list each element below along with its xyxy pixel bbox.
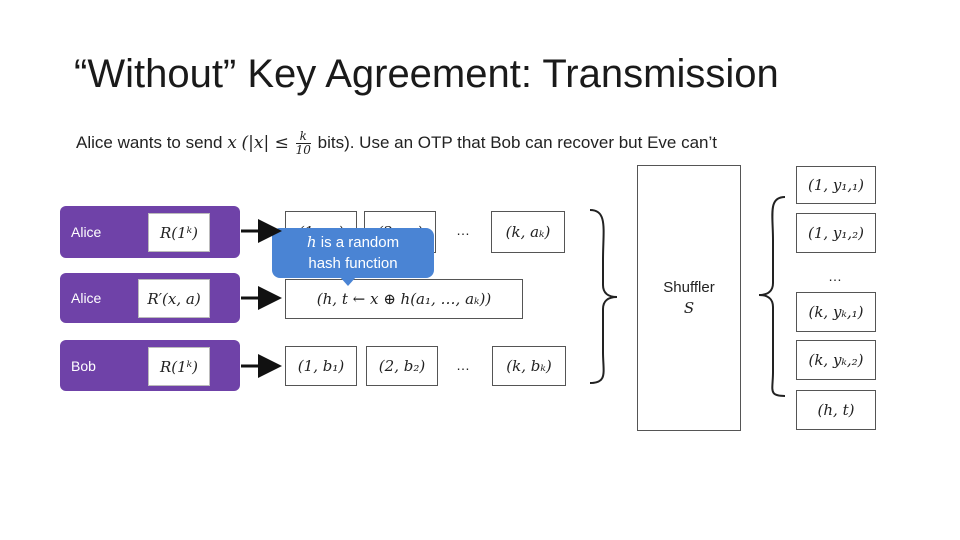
subtitle-suffix: bits). Use an OTP that Bob can recover b… <box>317 132 717 152</box>
output-ellipsis: … <box>828 268 842 284</box>
hash-function-callout: h is a random hash function <box>272 228 434 278</box>
callout-var-h: h <box>306 233 317 251</box>
callout-line-2: hash function <box>308 255 398 272</box>
callout-line-1: h is a random <box>272 232 434 253</box>
party-row-alice-1: Alice R(1ᵏ) <box>60 206 240 258</box>
subtitle-abs: (|x| ≤ <box>241 132 289 153</box>
fraction-numerator: k <box>295 130 311 144</box>
ellipsis: … <box>456 222 470 238</box>
group-brace-right <box>589 209 618 384</box>
group-brace-left <box>758 196 786 397</box>
output-item: (1, y₁,₁) <box>796 166 876 204</box>
subtitle-prefix: Alice wants to send <box>76 132 228 152</box>
output-item: (k, yₖ,₂) <box>796 340 876 380</box>
shuffler-name: Shuffler <box>663 279 715 296</box>
party-label: Bob <box>71 357 96 374</box>
message-box: (k, bₖ) <box>492 346 566 386</box>
party-label: Alice <box>71 290 102 306</box>
output-item: (k, yₖ,₁) <box>796 292 876 332</box>
slide-subtitle: Alice wants to send x (|x| ≤ k 10 bits).… <box>76 130 717 157</box>
message-box: (2, b₂) <box>366 346 438 386</box>
output-item: (h, t) <box>796 390 876 430</box>
party-label: Alice <box>71 224 102 240</box>
ellipsis: … <box>456 357 470 373</box>
randomizer-box: R(1ᵏ) <box>148 347 210 386</box>
party-row-bob: Bob R(1ᵏ) <box>60 340 240 391</box>
shuffler-box: Shuffler S <box>637 165 741 431</box>
fraction-denominator: 10 <box>295 143 311 157</box>
callout-tail <box>340 277 356 286</box>
randomizer-box: R(1ᵏ) <box>148 213 210 252</box>
slide-title: “Without” Key Agreement: Transmission <box>74 52 779 96</box>
subtitle-fraction: k 10 <box>295 130 311 157</box>
callout-text-1: is a random <box>316 234 400 251</box>
output-item: (1, y₁,₂) <box>796 213 876 253</box>
shuffler-label: Shuffler S <box>638 278 740 318</box>
message-box: (h, t ← x ⊕ h(a₁, …, aₖ)) <box>285 279 523 319</box>
shuffler-symbol: S <box>683 299 695 317</box>
randomizer-box: R′(x, a) <box>138 279 210 318</box>
party-row-alice-2: Alice R′(x, a) <box>60 273 240 323</box>
message-box: (1, b₁) <box>285 346 357 386</box>
subtitle-var-x: x <box>227 132 237 153</box>
message-box: (k, aₖ) <box>491 211 565 253</box>
